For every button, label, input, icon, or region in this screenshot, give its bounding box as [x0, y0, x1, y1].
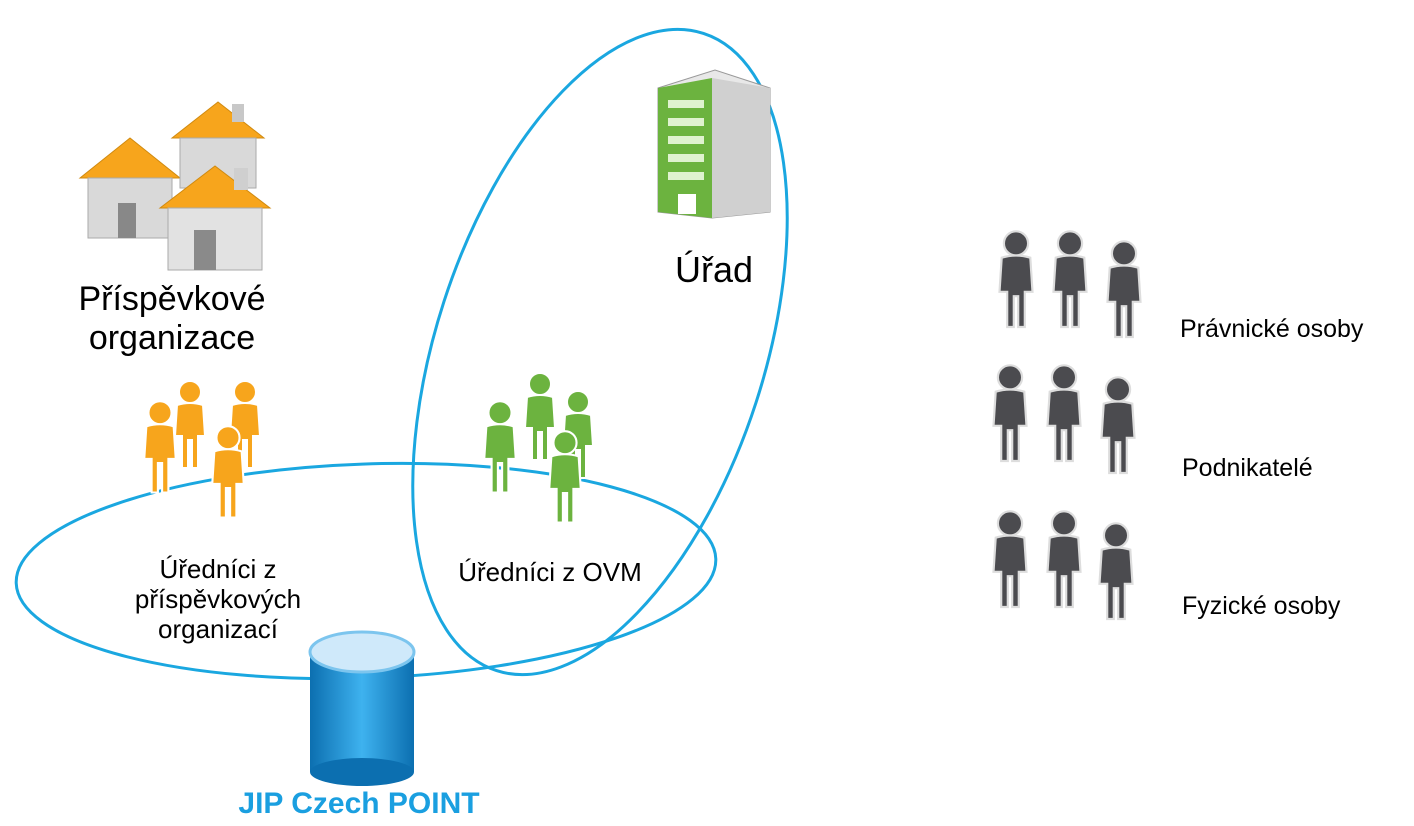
officials-contrib-label: Úředníci z příspěvkových organizací — [134, 554, 302, 645]
office-building-icon — [657, 69, 771, 219]
people-group-green-icon — [483, 372, 594, 524]
officials-contrib-line2: příspěvkových — [134, 583, 302, 614]
contributory-orgs-label: Příspěvkové organizace — [78, 280, 265, 358]
people-group-gray-icon-natural — [992, 510, 1134, 621]
officials-ovm-label: Úředníci z OVM — [458, 557, 642, 587]
legend-natural-persons: Fyzické osoby — [1182, 592, 1341, 620]
database-icon — [308, 630, 416, 786]
office-label: Úřad — [674, 249, 754, 290]
legend-legal-persons: Právnické osoby — [1180, 315, 1364, 343]
houses-icon — [78, 101, 272, 271]
legend-entrepreneurs: Podnikatelé — [1182, 454, 1313, 482]
contributory-orgs-line2: organizace — [88, 319, 256, 358]
officials-contrib-line3: organizací — [158, 613, 278, 644]
people-group-orange-icon — [143, 380, 261, 519]
people-group-gray-icon-entrepreneurs — [992, 364, 1136, 475]
ovm-circle — [411, 27, 789, 677]
officials-contrib-line1: Úředníci z — [159, 554, 277, 584]
czechpoint-label: JIP Czech POINT — [238, 787, 480, 820]
people-group-gray-icon-legal — [998, 230, 1142, 339]
contributory-orgs-line1: Příspěvkové — [78, 280, 266, 318]
